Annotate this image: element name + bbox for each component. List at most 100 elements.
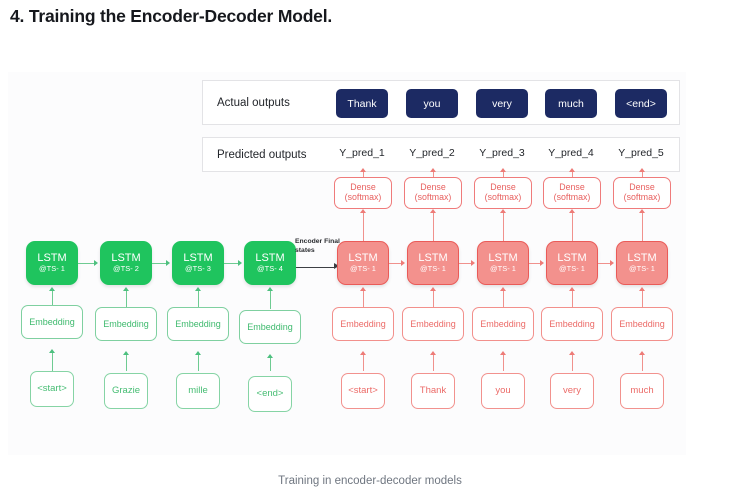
connector-token-to-embed (503, 355, 505, 371)
decoder-embedding-box: Embedding (541, 307, 603, 341)
encoder-lstm-cell: LSTM @TS- 1 (26, 241, 78, 285)
arrow-lstm-to-dense (568, 209, 575, 213)
arrow-token-to-embed (499, 351, 506, 355)
decoder-embedding-box: Embedding (402, 307, 464, 341)
connector-token-to-embed (126, 355, 128, 371)
lstm-timestep: @TS- 1 (350, 264, 376, 274)
arrow-dense-to-pred (429, 168, 436, 172)
decoder-embedding-box: Embedding (332, 307, 394, 341)
connector-lstm-to-dense (572, 213, 574, 241)
actual-output-token: very (476, 89, 528, 118)
connector-token-to-embed (52, 353, 54, 371)
arrow-lstm-to-dense (499, 209, 506, 213)
arrow-decoder-lstm (401, 259, 405, 266)
encoder-lstm-cell: LSTM @TS- 3 (172, 241, 224, 285)
connector-token-to-embed (363, 355, 365, 371)
connector-encoder-lstm (152, 262, 166, 264)
actual-output-token: much (545, 89, 597, 118)
decoder-input-token: <start> (341, 373, 385, 409)
arrow-decoder-lstm (610, 259, 614, 266)
arrow-embed-to-lstm (266, 287, 273, 291)
lstm-name: LSTM (488, 252, 518, 265)
dense-box-line2: (softmax) (623, 192, 661, 202)
encoder-lstm-cell: LSTM @TS- 2 (100, 241, 152, 285)
decoder-lstm-cell: LSTM @TS- 1 (546, 241, 598, 285)
arrow-token-to-embed (194, 351, 201, 355)
lstm-timestep: @TS- 1 (420, 264, 446, 274)
predicted-output-token: Y_pred_5 (618, 147, 664, 159)
arrow-lstm-to-dense (638, 209, 645, 213)
figure-caption: Training in encoder-decoder models (278, 475, 462, 487)
connector-embed-to-lstm (126, 291, 128, 309)
connector-token-to-embed (572, 355, 574, 371)
connector-token-to-embed (270, 358, 272, 371)
actual-output-token: you (406, 89, 458, 118)
arrow-encoder-lstm (166, 259, 170, 266)
arrow-dense-to-pred (499, 168, 506, 172)
dense-softmax-box: Dense (softmax) (334, 177, 392, 209)
dense-softmax-box: Dense (softmax) (474, 177, 532, 209)
connector-encoder-lstm (224, 262, 238, 264)
dense-box-line1: Dense (490, 182, 516, 193)
connector-lstm-to-dense (503, 213, 505, 241)
arrow-token-to-embed (359, 351, 366, 355)
decoder-input-token: you (481, 373, 525, 409)
lstm-timestep: @TS- 1 (559, 264, 585, 274)
lstm-timestep: @TS- 3 (185, 264, 211, 274)
connector-token-to-embed (433, 355, 435, 371)
connector-embed-to-lstm (363, 291, 365, 309)
connector-embed-to-lstm (270, 291, 272, 309)
actual-outputs-label: Actual outputs (217, 96, 290, 109)
arrow-token-to-embed (266, 354, 273, 358)
decoder-lstm-cell: LSTM @TS- 1 (477, 241, 529, 285)
lstm-timestep: @TS- 4 (257, 264, 283, 274)
decoder-input-token: much (620, 373, 664, 409)
connector-token-to-embed (198, 355, 200, 371)
connector-encoder-lstm (78, 262, 94, 264)
arrow-decoder-lstm (540, 259, 544, 266)
connector-decoder-lstm (459, 262, 471, 264)
actual-output-token: <end> (615, 89, 667, 118)
arrow-token-to-embed (122, 351, 129, 355)
page-title: 4. Training the Encoder-Decoder Model. (10, 6, 333, 26)
arrow-embed-to-lstm (568, 287, 575, 291)
arrow-embed-to-lstm (429, 287, 436, 291)
connector-encoder-final-states (296, 267, 334, 268)
predicted-output-token: Y_pred_1 (339, 147, 385, 159)
lstm-timestep: @TS- 1 (490, 264, 516, 274)
predicted-outputs-label: Predicted outputs (217, 148, 307, 161)
lstm-name: LSTM (111, 252, 141, 265)
arrow-encoder-final-states (334, 263, 339, 270)
arrow-embed-to-lstm (48, 287, 55, 291)
arrow-embed-to-lstm (499, 287, 506, 291)
dense-box-line1: Dense (350, 182, 376, 193)
lstm-timestep: @TS- 1 (39, 264, 65, 274)
decoder-embedding-box: Embedding (472, 307, 534, 341)
arrow-token-to-embed (568, 351, 575, 355)
connector-embed-to-lstm (52, 291, 54, 309)
dense-box-line1: Dense (559, 182, 585, 193)
arrow-embed-to-lstm (122, 287, 129, 291)
lstm-name: LSTM (418, 252, 448, 265)
actual-outputs-row: Actual outputs Thank you very much <end> (202, 80, 680, 125)
lstm-timestep: @TS- 1 (629, 264, 655, 274)
arrow-embed-to-lstm (194, 287, 201, 291)
dense-box-line2: (softmax) (344, 192, 382, 202)
lstm-name: LSTM (557, 252, 587, 265)
encoder-input-token: <start> (30, 371, 74, 407)
state-label-line1: Encoder Final (295, 238, 340, 245)
decoder-lstm-cell: LSTM @TS- 1 (616, 241, 668, 285)
connector-decoder-lstm (529, 262, 540, 264)
arrow-lstm-to-dense (429, 209, 436, 213)
arrow-token-to-embed (429, 351, 436, 355)
dense-box-line1: Dense (629, 182, 655, 193)
encoder-input-token: Grazie (104, 373, 148, 409)
encoder-lstm-cell: LSTM @TS- 4 (244, 241, 296, 285)
state-label-line2: states (295, 246, 315, 254)
diagram-panel: Actual outputs Thank you very much <end>… (8, 72, 686, 455)
arrow-encoder-lstm (94, 259, 98, 266)
lstm-name: LSTM (37, 252, 67, 265)
arrow-token-to-embed (638, 351, 645, 355)
predicted-output-token: Y_pred_2 (409, 147, 455, 159)
lstm-name: LSTM (627, 252, 657, 265)
